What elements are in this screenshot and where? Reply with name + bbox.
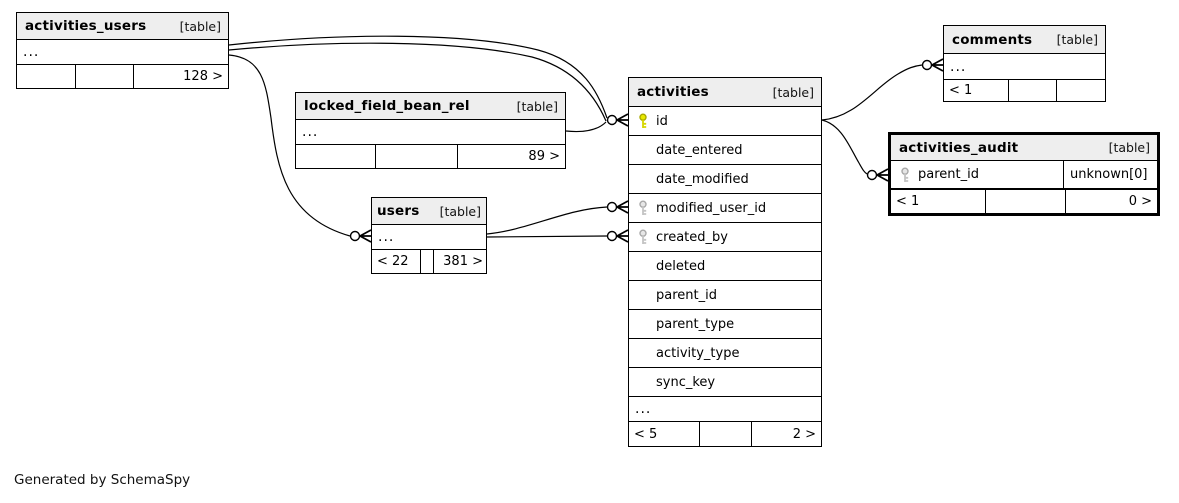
foreign-key-icon: [899, 166, 911, 183]
collapsed-columns: ...: [635, 401, 652, 417]
column-row: deleted: [629, 252, 821, 281]
edge-activities-to-comments: [821, 64, 923, 121]
table-title: activities: [637, 84, 709, 100]
foreign-key-icon: [637, 200, 649, 216]
column-name: id: [656, 113, 668, 129]
edge-locked-field-bean-rel-to-activities: [565, 121, 607, 133]
column-name: date_modified: [656, 171, 749, 187]
icon-spacer: [637, 287, 649, 303]
table-locked-field-bean-rel[interactable]: locked_field_bean_rel [table] ... 89 >: [295, 92, 566, 169]
connector-activities-modified-user-id: [606, 200, 629, 214]
column-row-foreign-key: created_by: [629, 223, 821, 252]
table-type-tag: [table]: [772, 84, 814, 100]
icon-spacer: [637, 316, 649, 332]
table-title: comments: [952, 31, 1033, 48]
table-type-tag: [table]: [1108, 140, 1150, 155]
table-footer: 128 >: [17, 64, 228, 88]
footer-cell: [700, 422, 752, 446]
table-footer: < 1 0 >: [891, 189, 1157, 213]
column-name: modified_user_id: [656, 200, 767, 216]
table-header: comments [table]: [944, 26, 1105, 54]
footer-cell: [376, 145, 458, 168]
edge-activities-to-activities-audit: [821, 119, 868, 175]
collapsed-columns: ...: [302, 124, 319, 140]
footer-cell-children-count: 2 >: [792, 426, 816, 442]
column-name: sync_key: [656, 374, 716, 390]
icon-spacer: [637, 258, 649, 274]
edge-users-to-created-by: [486, 235, 608, 238]
table-comments[interactable]: comments [table] ... < 1: [943, 25, 1106, 102]
table-footer: < 22 381 >: [372, 249, 486, 273]
footer-cell-children-count: 0 >: [1128, 194, 1152, 209]
footer-cell-parents-count: < 1: [944, 80, 1009, 101]
connector-activities-audit: [866, 168, 889, 182]
column-name: created_by: [656, 229, 728, 245]
footer-cell-parents-count: < 5: [629, 422, 700, 446]
table-activities-users[interactable]: activities_users [table] ... 128 >: [16, 12, 229, 89]
footer-cell: [1057, 80, 1105, 101]
table-type-tag: [table]: [179, 18, 221, 34]
table-footer: < 1: [944, 79, 1105, 101]
column-name: activity_type: [656, 345, 740, 361]
table-title: locked_field_bean_rel: [304, 98, 470, 114]
table-type-tag: [table]: [516, 98, 558, 114]
column-row: parent_type: [629, 310, 821, 339]
collapsed-columns: ...: [23, 44, 40, 60]
footer-cell: [1009, 80, 1057, 101]
icon-spacer: [637, 345, 649, 361]
table-header: users [table]: [372, 198, 486, 225]
table-title: activities_users: [25, 18, 147, 34]
table-activities[interactable]: activities [table] id date_entered date_…: [628, 77, 822, 447]
column-name: parent_id: [656, 287, 717, 303]
column-type: unknown[0]: [1063, 161, 1157, 188]
connector-users: [349, 229, 372, 243]
table-users[interactable]: users [table] ... < 22 381 >: [371, 197, 487, 274]
collapsed-columns: ...: [950, 58, 967, 75]
collapsed-columns: ...: [378, 229, 395, 245]
table-title: activities_audit: [899, 139, 1019, 156]
column-name: deleted: [656, 258, 706, 274]
column-row: parent_id: [629, 281, 821, 310]
icon-spacer: [637, 142, 649, 158]
icon-spacer: [637, 374, 649, 390]
connector-activities-id: [606, 113, 629, 127]
column-name: date_entered: [656, 142, 743, 158]
column-row: date_entered: [629, 136, 821, 165]
column-row-id: id: [629, 107, 821, 136]
table-type-tag: [table]: [1056, 32, 1098, 47]
column-name: parent_id: [918, 167, 979, 182]
footer-cell: [17, 65, 76, 88]
generated-by-note: Generated by SchemaSpy: [14, 472, 191, 488]
footer-cell-children-count: 381 >: [443, 254, 483, 269]
connector-activities-created-by: [606, 229, 629, 243]
table-activities-audit[interactable]: activities_audit [table] parent_id unkno…: [888, 132, 1160, 216]
table-type-tag: [table]: [439, 203, 481, 219]
icon-spacer: [637, 171, 649, 187]
table-header: activities [table]: [629, 78, 821, 107]
table-footer: 89 >: [296, 144, 565, 168]
table-header: locked_field_bean_rel [table]: [296, 93, 565, 120]
footer-cell: [76, 65, 134, 88]
edge-users-to-modified-user-id: [486, 206, 608, 235]
column-row-foreign-key: parent_id unknown[0]: [891, 161, 1157, 189]
table-header: activities_users [table]: [17, 13, 228, 40]
column-row: date_modified: [629, 165, 821, 194]
footer-cell: [421, 250, 434, 273]
column-name: parent_type: [656, 316, 735, 332]
footer-cell: [296, 145, 376, 168]
connector-comments: [921, 58, 944, 72]
footer-cell-parents-count: < 22: [372, 250, 421, 273]
column-row: activity_type: [629, 339, 821, 368]
footer-cell-parents-count: < 1: [891, 190, 986, 213]
footer-cell-children-count: 89 >: [528, 149, 560, 164]
primary-key-icon: [637, 113, 649, 129]
footer-cell-children-count: 128 >: [183, 69, 223, 84]
column-row-foreign-key: modified_user_id: [629, 194, 821, 223]
table-footer: < 5 2 >: [629, 421, 821, 446]
column-row: sync_key: [629, 368, 821, 397]
table-title: users: [377, 203, 420, 219]
footer-cell: [986, 190, 1066, 213]
table-header: activities_audit [table]: [891, 135, 1157, 161]
foreign-key-icon: [637, 229, 649, 245]
